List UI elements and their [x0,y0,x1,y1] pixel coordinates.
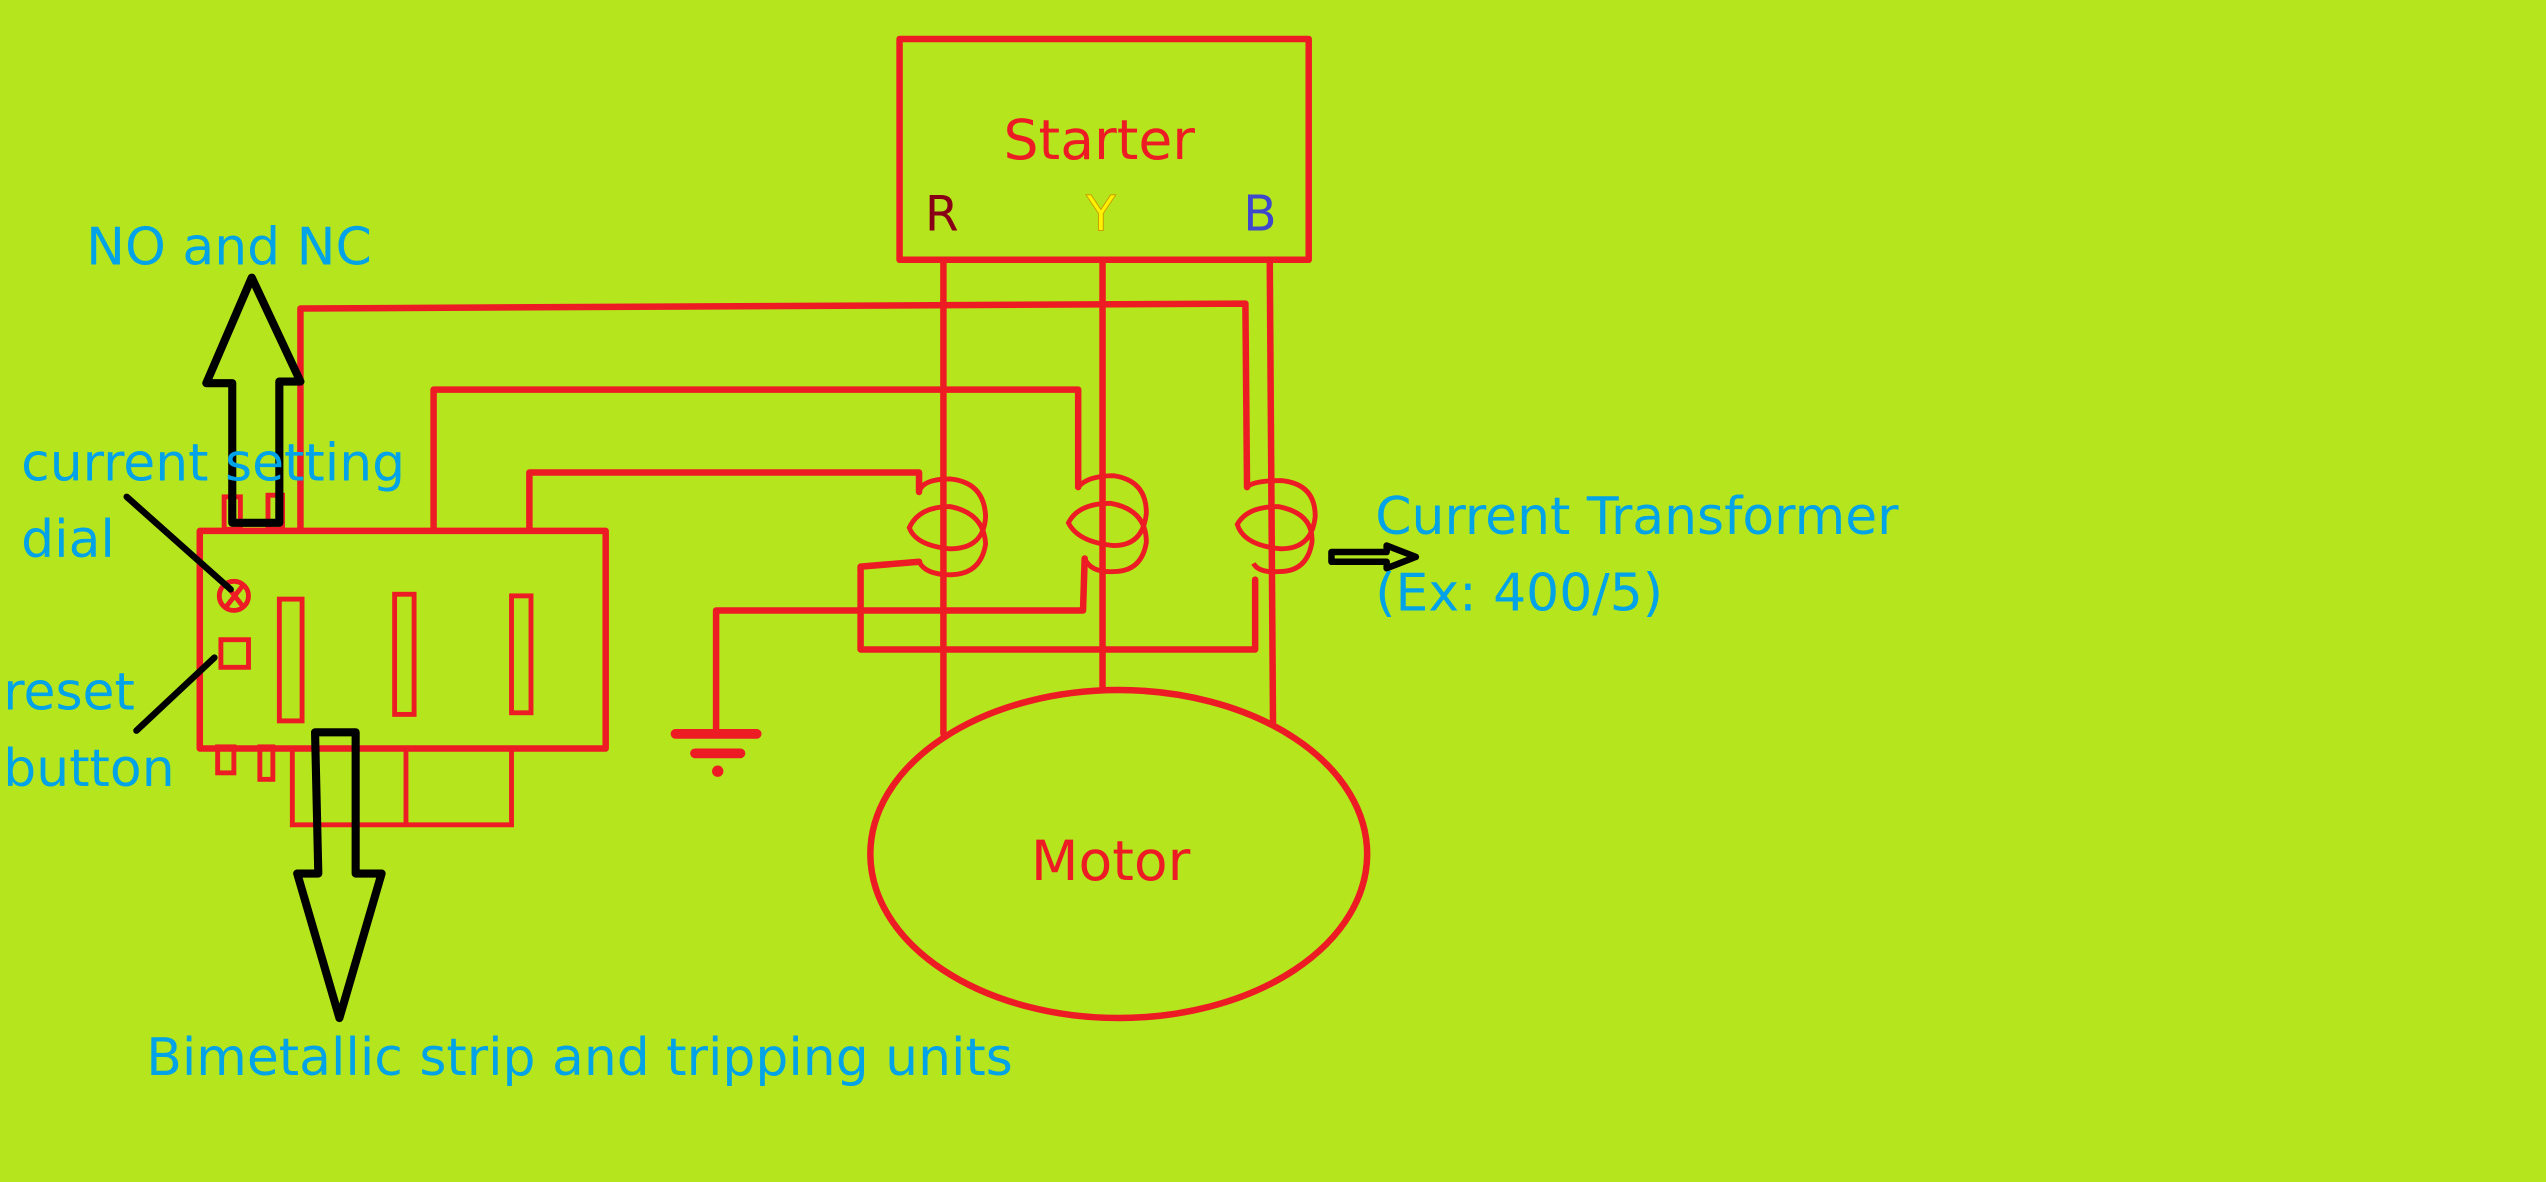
starter: Starter R Y B [896,35,1312,264]
ct-coil-y [1065,473,1149,575]
bimetallic-arrow-icon [293,728,386,1023]
reset-label-line2: button [3,739,174,799]
current-setting-label-line2: dial [21,510,115,570]
bimetallic-strip-2 [392,591,417,717]
relay-body [196,527,609,752]
reset-button-icon [218,637,251,670]
reset-pointer-line [133,654,218,734]
current-setting-label-line1: current setting [21,434,405,494]
reset-label-line1: reset [3,663,135,723]
wire-relay-to-ct-b [297,300,1251,531]
relay-wiring [297,300,1259,734]
ct-label-line1: Current Transformer [1375,487,1899,547]
ct-label-line2: (Ex: 400/5) [1375,563,1663,623]
ct-r [906,476,989,578]
no-nc-arrow-icon [202,273,305,527]
bimetallic-strip-1 [276,596,305,724]
phase-b-line [1266,256,1277,726]
wire-ct-to-earth [712,555,1088,734]
relay-bottom-terminal-2 [257,744,276,782]
wire-relay-to-ct-r [526,469,923,531]
ct-coil-b [1234,478,1318,575]
ct-arrow-icon [1328,542,1420,572]
motor: Motor [867,686,1371,1022]
ct-b [1234,478,1318,575]
no-nc-label: NO and NC [86,218,372,278]
phase-y-label: Y [1085,187,1116,243]
phase-b-label: B [1243,187,1276,243]
relay-bottom-terminal-1 [215,744,237,776]
relay-bottom-wire [289,748,514,828]
motor-circle [867,686,1371,1022]
bimetallic-strip-3 [509,593,534,716]
phase-r-label: R [925,187,959,243]
motor-label: Motor [1031,830,1191,894]
dial-pointer-line [123,493,234,593]
wire-relay-to-ct-y [430,386,1082,531]
overload-relay [196,492,609,828]
bimetallic-label: Bimetallic strip and tripping units [146,1028,1013,1088]
current-transformers [906,473,1420,578]
ct-y [1065,473,1149,575]
starter-label: Starter [1004,109,1196,173]
ct-coil-r [906,476,989,578]
wire-ct-common-bottom [857,558,1259,653]
earth-ground-icon [670,729,762,777]
